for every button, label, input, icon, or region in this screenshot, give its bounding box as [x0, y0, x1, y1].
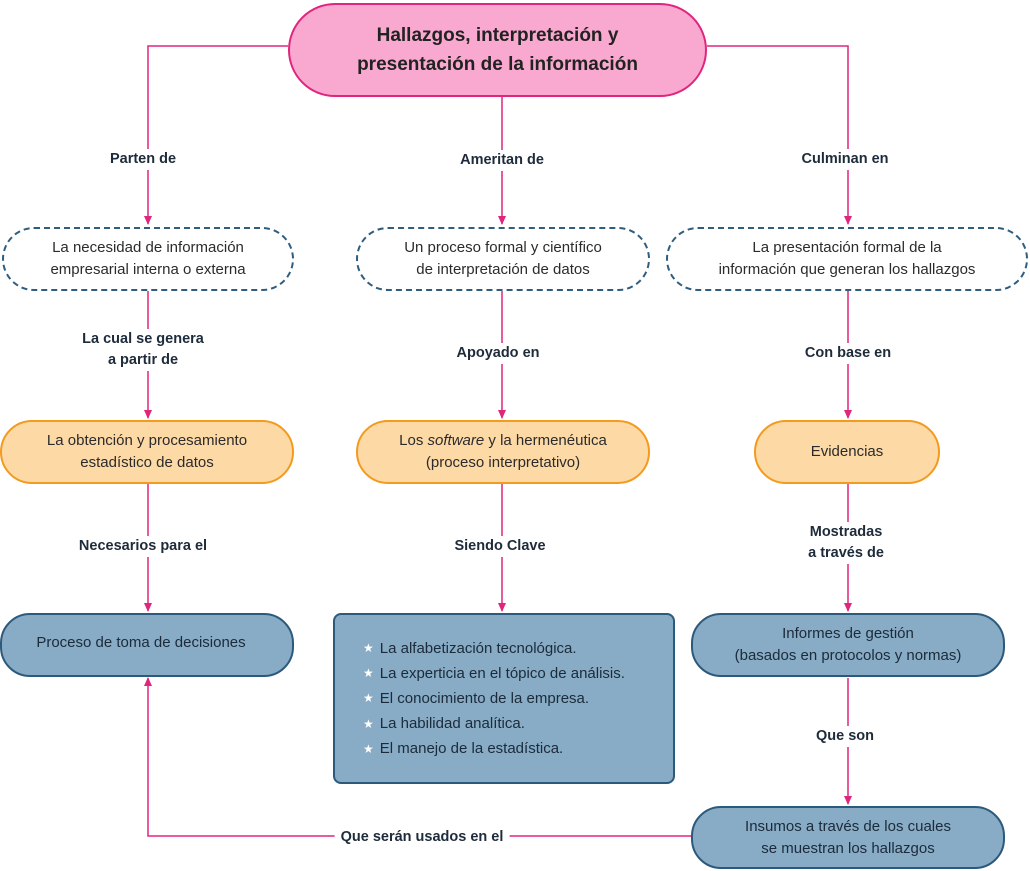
- connector-root-right: [707, 45, 852, 225]
- root-title-line-2: presentación de la información: [357, 54, 638, 75]
- list-item: ★La experticia en el tópico de análisis.: [363, 664, 625, 682]
- node-claves-list: ★La alfabetización tecnológica. ★La expe…: [333, 613, 675, 784]
- link-parten-de: Parten de: [103, 149, 183, 171]
- link-con-base-en: Con base en: [798, 343, 898, 365]
- link-necesarios-para-el: Necesarios para el: [72, 536, 214, 558]
- claves-list: ★La alfabetización tecnológica. ★La expe…: [363, 636, 625, 762]
- link-cual-se-genera: La cual se genera a partir de: [76, 329, 210, 372]
- link-apoyado-en: Apoyado en: [450, 343, 546, 365]
- link-que-son: Que son: [809, 726, 881, 748]
- node-toma-de-decisiones: Proceso de toma de decisiones: [0, 613, 294, 677]
- link-ameritan-de: Ameritan de: [454, 150, 550, 172]
- node-evidencias: Evidencias: [754, 420, 940, 484]
- node-presentacion-formal: La presentación formal de la información…: [666, 227, 1028, 291]
- root-node: Hallazgos, interpretación y presentación…: [288, 3, 707, 97]
- link-siendo-clave: Siendo Clave: [448, 536, 552, 558]
- star-icon: ★: [363, 741, 374, 756]
- node-software-hermeneutica: Los software y la hermenéutica (proceso …: [356, 420, 650, 484]
- root-title-line-1: Hallazgos, interpretación y: [376, 24, 619, 46]
- list-item: ★El conocimiento de la empresa.: [363, 689, 590, 707]
- link-que-seran-usados: Que serán usados en el: [334, 827, 510, 849]
- list-item: ★La alfabetización tecnológica.: [363, 639, 577, 657]
- star-icon: ★: [363, 666, 374, 681]
- link-culminan-en: Culminan en: [795, 149, 895, 171]
- node-obtencion-procesamiento: La obtención y procesamiento estadístico…: [0, 420, 294, 484]
- star-icon: ★: [363, 716, 374, 731]
- connector-root-left: [144, 45, 288, 225]
- node-necesidad-informacion: La necesidad de información empresarial …: [2, 227, 294, 291]
- star-icon: ★: [363, 691, 374, 706]
- node-informes-de-gestion: Informes de gestión (basados en protocol…: [691, 613, 1005, 677]
- connector-bottom-feedback: [144, 677, 691, 837]
- link-mostradas-a-traves-de: Mostradas a través de: [802, 522, 890, 565]
- list-item: ★La habilidad analítica.: [363, 715, 525, 733]
- node-insumos: Insumos a través de los cuales se muestr…: [691, 806, 1005, 869]
- star-icon: ★: [363, 641, 374, 656]
- software-hermeneutica-line-1: Los software y la hermenéutica: [399, 432, 607, 450]
- node-proceso-formal: Un proceso formal y científico de interp…: [356, 227, 650, 291]
- list-item: ★El manejo de la estadística.: [363, 740, 564, 758]
